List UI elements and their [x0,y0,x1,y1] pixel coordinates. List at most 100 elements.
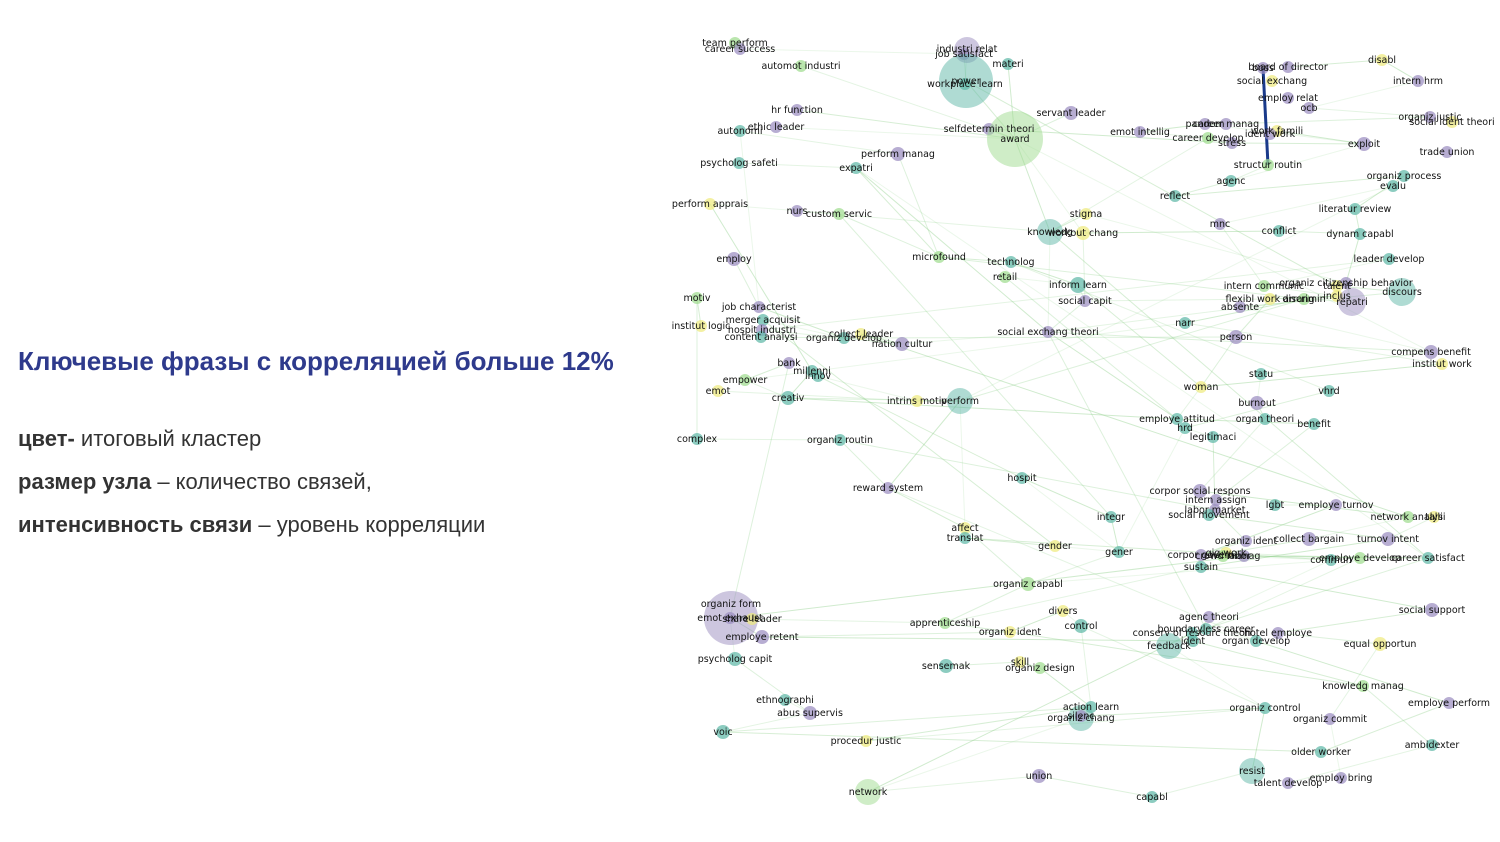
node-label: voic [713,727,732,738]
legend-desc: – уровень корреляции [252,512,486,537]
graph-node [1302,532,1316,546]
node-label: translat [947,533,984,544]
correlation-edge [1208,514,1389,540]
node-label: skill [1011,657,1029,668]
node-label: employe turnov [1298,500,1373,511]
node-label: sustain [1184,562,1218,573]
correlation-edge [944,622,1011,633]
node-label: knowledg [1027,227,1073,238]
correlation-edge [865,706,1092,742]
correlation-edge [796,109,1016,140]
graph-node [781,391,795,405]
graph-node [1264,293,1276,305]
node-label: absente [1221,302,1259,313]
correlation-edge [1082,232,1086,302]
node-label: gender [1038,541,1072,552]
graph-node [691,433,703,445]
node-label: talent [1323,281,1351,292]
legend-row-color: цвет- итоговый кластер [18,424,485,467]
node-label: social movement [1168,510,1250,521]
graph-node [999,271,1011,283]
correlation-edge [1009,631,1364,687]
node-label: psycholog safeti [700,158,777,169]
graph-node [1079,295,1091,307]
node-label: employ [716,254,752,265]
correlation-edge [1054,545,1120,553]
graph-node [1032,769,1046,783]
node-label: organiz capabl [993,579,1063,590]
correlation-edge [761,258,1390,331]
graph-node [734,43,746,55]
graph-node [746,613,758,625]
graph-node [933,251,945,263]
node-label: job characterist [721,302,797,313]
correlation-edge [1219,185,1394,225]
node-label: organiz form [701,599,761,610]
correlation-edge [1139,123,1206,133]
correlation-edge [1010,261,1330,392]
node-label: statu [1249,369,1273,380]
legend-desc: итоговый кластер [74,426,262,451]
node-label: crowd labor [1195,551,1251,562]
graph-node [695,320,707,332]
graph-node [1064,106,1078,120]
correlation-edge [1219,223,1265,287]
node-label: social capit [1058,296,1112,307]
node-label: ethic leader [748,122,805,133]
graph-node [1250,635,1262,647]
node-label: disabl [1368,55,1396,66]
graph-node [1076,226,1090,240]
graph-node [779,694,791,706]
node-label: organiz ident [979,627,1042,638]
graph-node [1200,623,1212,635]
correlation-edge [696,438,841,441]
graph-node [1074,619,1088,633]
node-label: empower [723,375,768,386]
graph-node [1226,137,1238,149]
correlation-edge [1200,363,1443,388]
node-label: organiz chang [1047,713,1114,724]
graph-node [734,125,746,137]
legend-row-node-size: размер узла – количество связей, [18,467,485,510]
graph-node [1266,75,1278,87]
node-label: emot [706,386,731,397]
graph-node [1203,509,1215,521]
graph-node [895,337,909,351]
correlation-edge [758,306,845,339]
node-label: perform [941,396,979,407]
graph-node [1057,605,1069,617]
correlation-edge [1047,331,1178,420]
node-label: organiz control [1230,703,1301,714]
node-label: content analysi [725,332,798,343]
node-label: intern communic [1224,281,1304,292]
node-label: retail [993,272,1017,283]
node-label: organiz ident [1215,536,1278,547]
correlation-edge [1320,702,1450,753]
correlation-edge [722,712,811,733]
correlation-edge [787,397,961,402]
graph-node [1042,326,1054,338]
node-label: gig work [1206,548,1247,559]
graph-node [1443,697,1455,709]
correlation-edge [722,706,1092,733]
graph-node [959,532,971,544]
correlation-edge [1049,231,1429,559]
correlation-edge [1214,509,1247,542]
graph-node [1134,126,1146,138]
graph-node [1354,552,1366,564]
correlation-edge [734,658,811,714]
correlation-edge [1329,718,1342,779]
node-label: perform apprais [672,199,748,210]
graph-node [1349,203,1361,215]
correlation-edge [1047,300,1086,333]
graph-node [1436,358,1448,370]
node-label: reflect [1160,191,1191,202]
correlation-edge [965,80,1338,287]
node-label: abus supervis [777,708,843,719]
correlation-edge [722,731,1322,753]
node-label: stress [1218,138,1246,149]
graph-node [1282,61,1294,73]
graph-node [803,706,817,720]
correlation-edge [762,319,1056,547]
node-label: capabl [1136,792,1168,803]
